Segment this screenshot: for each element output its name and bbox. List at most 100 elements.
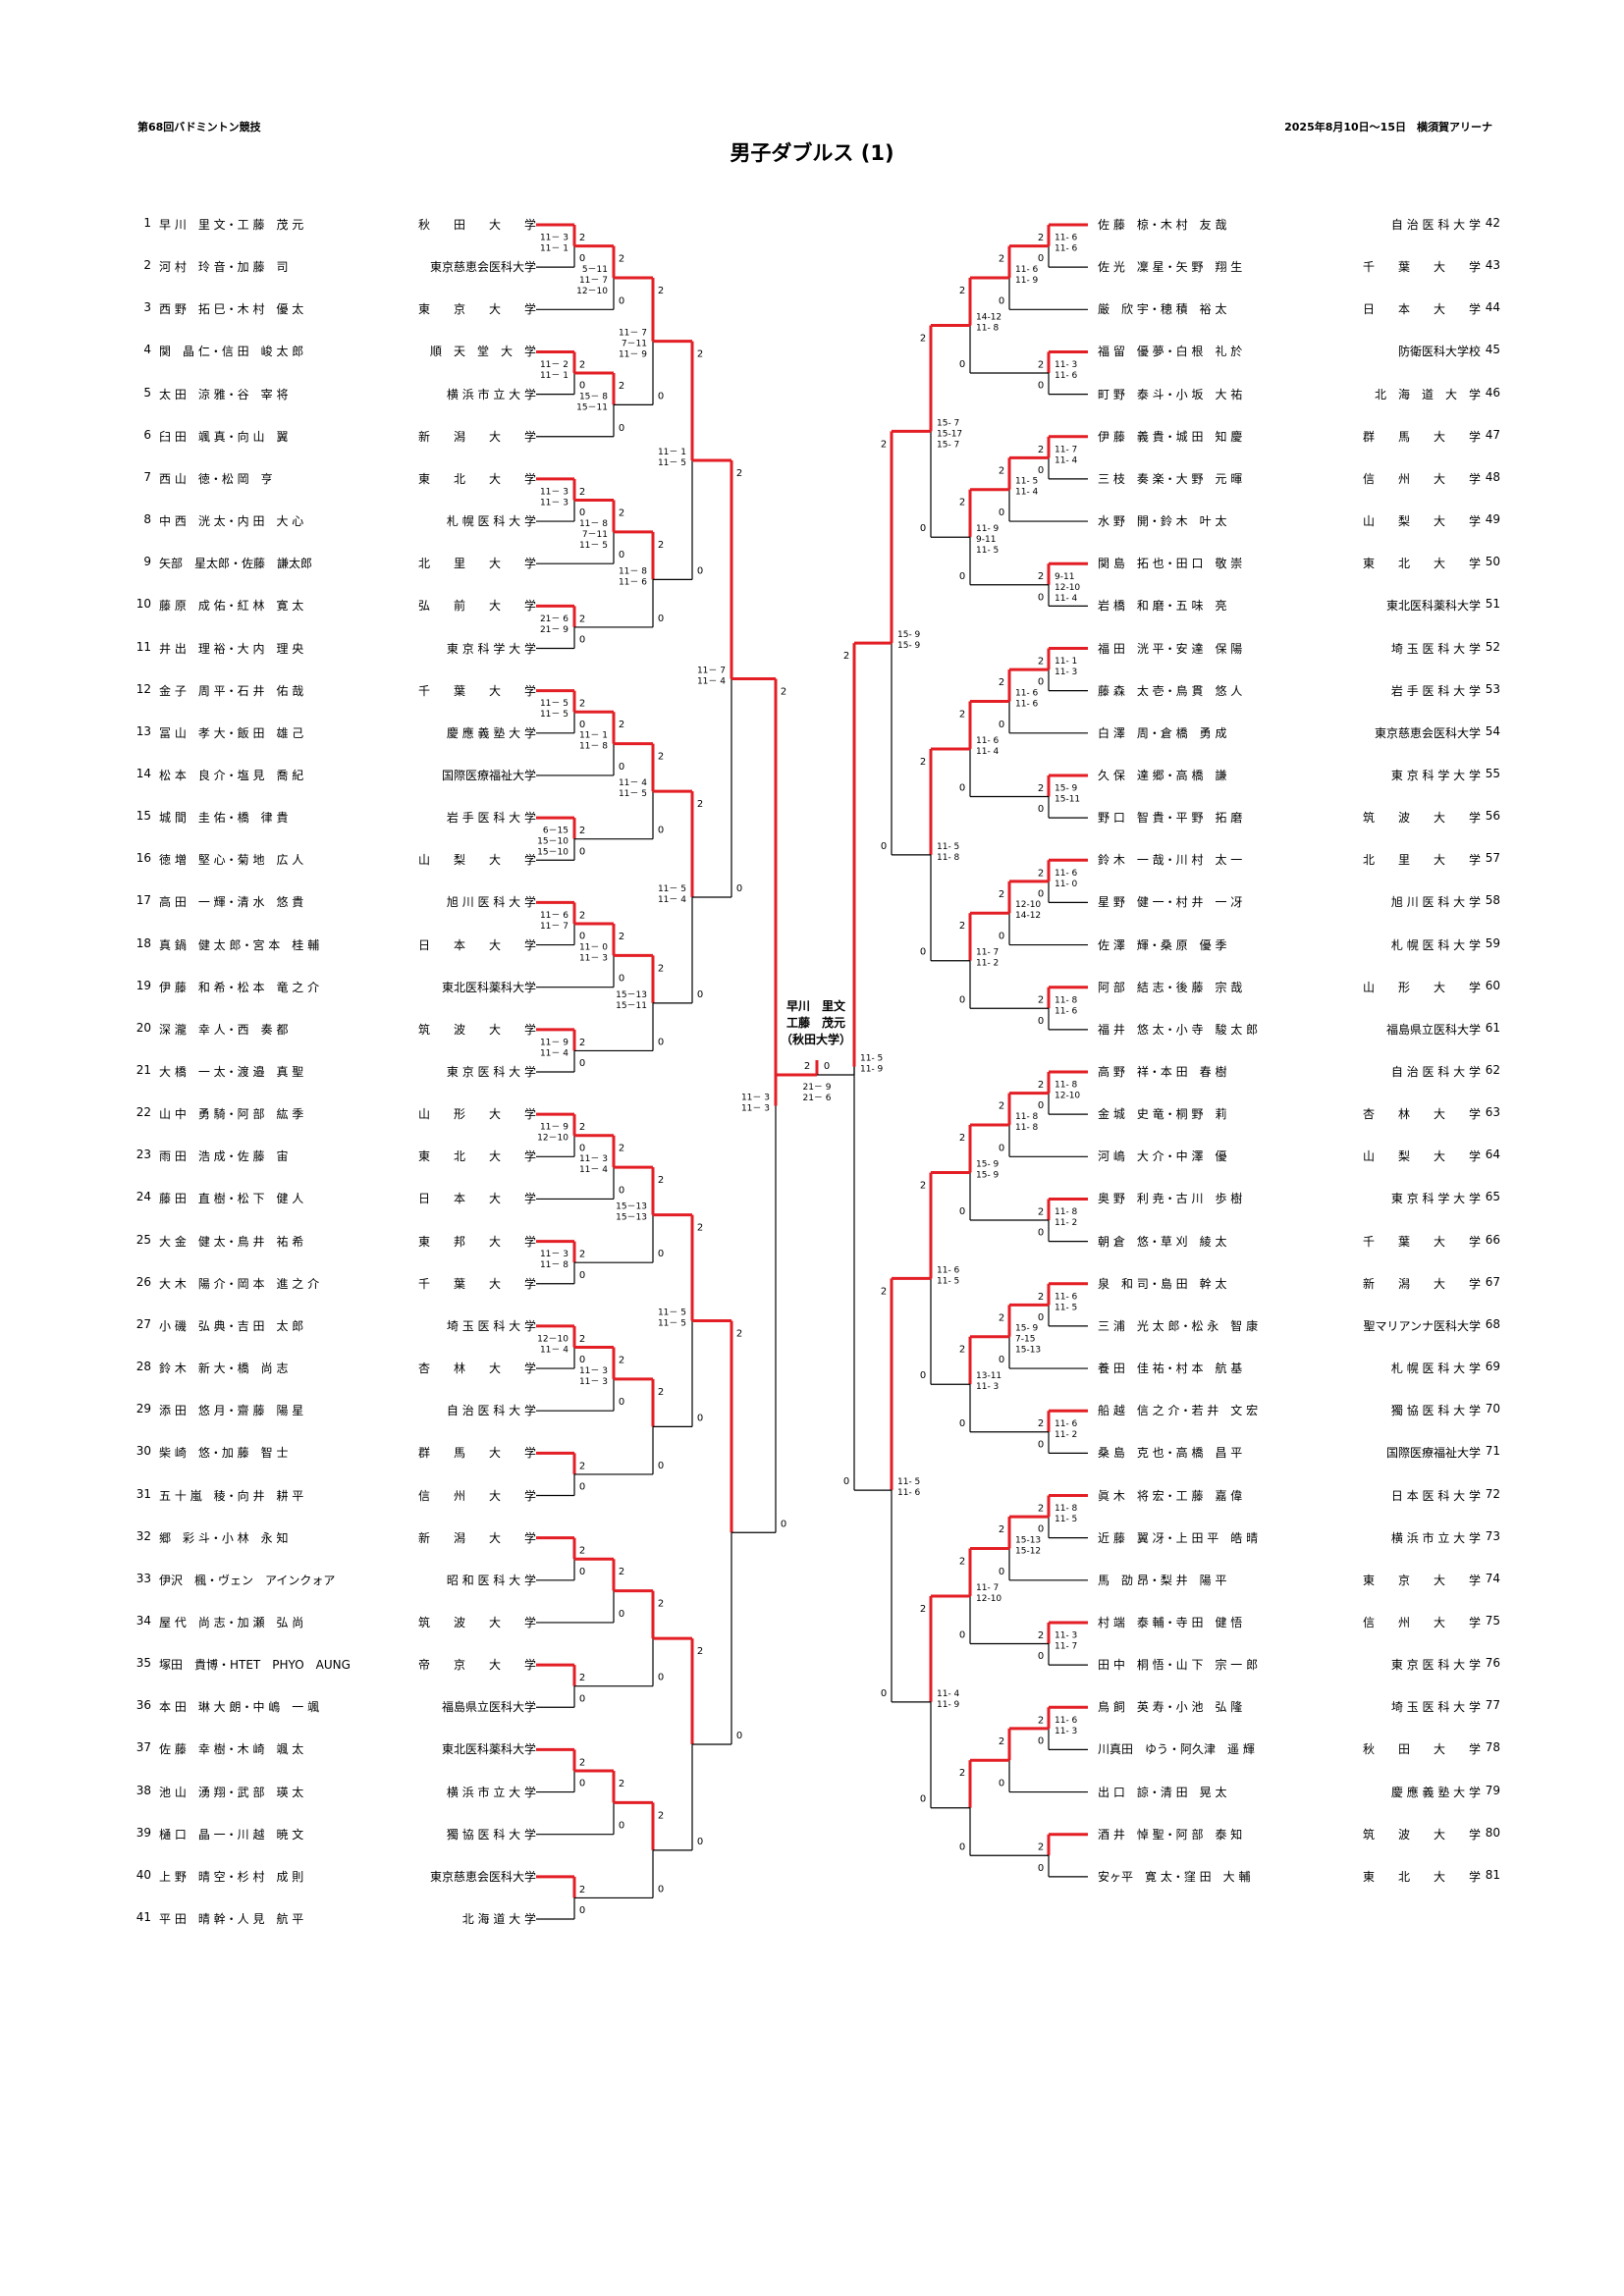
player-names: 臼 田 颯 真・向 山 翼 <box>159 429 289 444</box>
university: 帝 京 大 学 <box>417 1658 536 1673</box>
entry-number: 12 <box>135 681 151 696</box>
score-label: 9-11 <box>976 535 996 545</box>
games-won: 2 <box>697 1646 703 1657</box>
university: 横 浜 市 立 大 学 <box>446 1785 536 1799</box>
games-won: 2 <box>920 333 926 344</box>
score-label: 11－ 9 <box>540 1038 568 1047</box>
player-names: 鈴 木 一 哉・川 村 太 一 <box>1098 853 1243 868</box>
score-label: 11－ 5 <box>658 1319 686 1329</box>
games-won: 2 <box>619 381 624 392</box>
entry-number: 22 <box>135 1105 151 1120</box>
games-won: 2 <box>579 1334 585 1345</box>
games-lost: 0 <box>920 1794 926 1805</box>
entry-number: 47 <box>1485 427 1500 442</box>
games-lost: 0 <box>959 571 965 582</box>
games-won: 2 <box>579 1673 585 1683</box>
entry-number: 58 <box>1485 893 1500 908</box>
games-lost: 0 <box>579 1567 585 1577</box>
entry-number: 61 <box>1485 1020 1500 1035</box>
player-names: 野 口 智 貴・平 野 拓 磨 <box>1098 811 1243 826</box>
university: 日 本 大 学 <box>417 1192 536 1206</box>
games-won: 2 <box>658 1599 664 1610</box>
score-label: 11－ 4 <box>619 778 647 788</box>
score-label: 11- 2 <box>976 959 999 969</box>
entry-number: 67 <box>1485 1274 1500 1289</box>
entry-number: 10 <box>135 597 151 612</box>
event-name: 第68回バドミントン競技 <box>137 121 261 133</box>
score-label: 11- 4 <box>976 747 1000 757</box>
games-lost: 0 <box>579 1693 585 1704</box>
entry-number: 30 <box>135 1444 151 1459</box>
games-lost: 0 <box>579 1482 585 1493</box>
university: 東北医科薬科大学 <box>441 1742 536 1757</box>
player-names: 厳 欣 宇・穂 積 裕 太 <box>1098 302 1227 317</box>
games-won: 2 <box>1038 1842 1044 1853</box>
player-names: 井 出 理 裕・大 内 理 央 <box>159 641 304 656</box>
player-names: 桑 島 克 也・高 橋 昌 平 <box>1098 1446 1243 1461</box>
games-lost: 0 <box>579 932 585 942</box>
score-label: 11- 5 <box>1015 477 1038 487</box>
entry-number: 66 <box>1485 1232 1500 1247</box>
games-won: 2 <box>1038 571 1044 582</box>
score-label: 9-11 <box>1055 572 1074 582</box>
entry-number: 34 <box>135 1613 151 1628</box>
university: 東 京 医 科 大 学 <box>1390 1658 1481 1673</box>
score-label: 15- 7 <box>937 440 959 450</box>
university: 東京慈恵会医科大学 <box>429 1869 536 1884</box>
player-names: 三 浦 光 太 郎・松 永 智 康 <box>1098 1318 1259 1333</box>
score-label: 11－ 8 <box>579 742 608 752</box>
score-label: 11- 8 <box>1055 1081 1078 1091</box>
score-label: 11- 6 <box>1055 1419 1078 1429</box>
entry-number: 42 <box>1485 216 1500 230</box>
score-label: 11－ 3 <box>579 1154 608 1164</box>
player-names: 酒 井 悼 聖・阿 部 泰 知 <box>1098 1827 1243 1842</box>
score-label: 11- 8 <box>1055 1207 1078 1217</box>
games-lost: 0 <box>579 1058 585 1069</box>
games-won: 2 <box>619 1144 624 1154</box>
score-label: 12-10 <box>1055 583 1080 593</box>
games-won: 2 <box>1038 445 1044 455</box>
entry-number: 6 <box>143 427 151 442</box>
player-names: 福 田 洸 平・安 達 保 陽 <box>1098 641 1243 656</box>
final-games-won: 2 <box>804 1061 810 1072</box>
player-names: 星 野 健 一・村 井 一 冴 <box>1098 895 1243 910</box>
entry-number: 52 <box>1485 639 1500 654</box>
player-names: 小 磯 弘 典・吉 田 太 郎 <box>159 1318 304 1333</box>
university: 北 海 道 大 学 <box>1374 387 1481 401</box>
games-lost: 0 <box>658 1461 664 1471</box>
games-won: 2 <box>999 1736 1004 1747</box>
player-names: 藤 田 直 樹・松 下 健 人 <box>159 1192 304 1206</box>
entry-number: 74 <box>1485 1571 1500 1585</box>
score-label: 7-15 <box>1015 1335 1035 1345</box>
games-lost: 0 <box>619 423 624 434</box>
score-label: 15－11 <box>616 1001 647 1011</box>
games-lost: 0 <box>697 1837 703 1847</box>
games-lost: 0 <box>999 507 1004 518</box>
games-won: 2 <box>959 1556 965 1567</box>
score-label: 11- 1 <box>1055 657 1077 667</box>
entry-number: 15 <box>135 809 151 824</box>
games-won: 2 <box>579 699 585 710</box>
score-label: 11- 9 <box>860 1065 884 1075</box>
score-label: 15－10 <box>537 837 568 847</box>
university: 埼 玉 医 科 大 学 <box>1390 641 1481 656</box>
university: 札 幌 医 科 大 学 <box>1390 937 1481 952</box>
games-won: 2 <box>959 1133 965 1144</box>
player-names: 徳 増 堅 心・菊 地 広 人 <box>159 853 304 868</box>
player-names: 泉 和 司・島 田 幹 太 <box>1098 1276 1227 1291</box>
entry-number: 3 <box>143 300 151 315</box>
university: 東 邦 大 学 <box>417 1234 536 1249</box>
entry-number: 69 <box>1485 1360 1500 1374</box>
games-lost: 0 <box>1038 381 1044 392</box>
final-games-lost: 0 <box>824 1061 830 1072</box>
